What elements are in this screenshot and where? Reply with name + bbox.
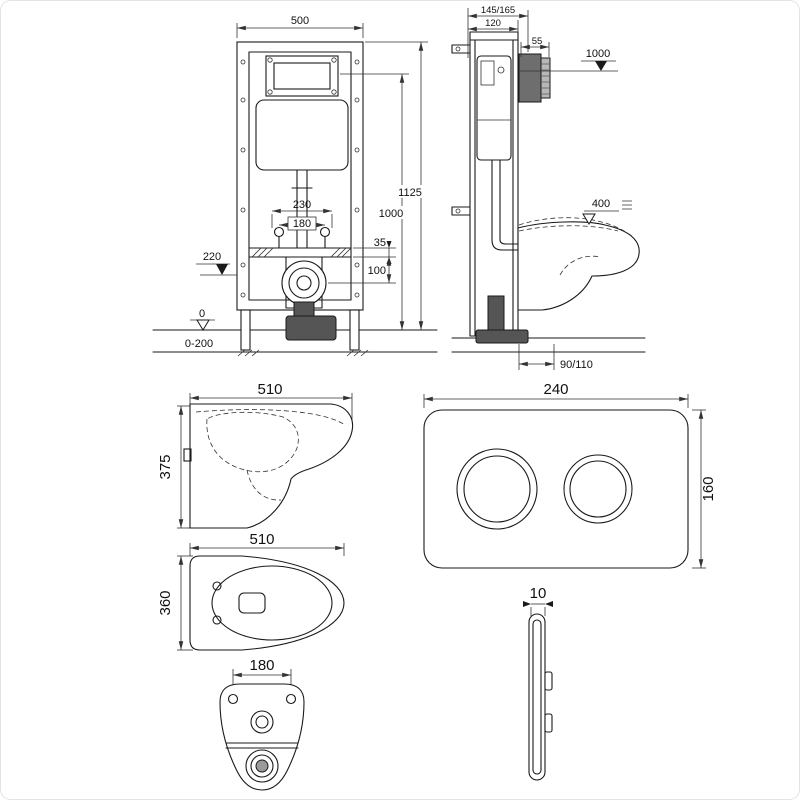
flush-plate-window [265,55,339,97]
dim-label-10: 10 [530,585,547,602]
dim-fixing-span-outer: 230 [271,199,333,228]
rail-bolts [240,59,360,298]
dim-label-145-165: 145/165 [481,5,515,16]
flush-plate-side-block [518,53,551,103]
dim-label-360: 360 [157,590,174,615]
pan-top-view: 510 360 [157,531,345,651]
adjustable-feet [237,309,369,357]
mounting-clip-top [544,671,553,691]
flush-button-large [456,448,538,530]
flush-plate-front-view: 240 160 [423,381,717,569]
dim-label-510-side: 510 [257,381,282,398]
pan-side-view: 510 375 [157,381,354,529]
dim-label-220: 220 [203,251,221,263]
dim-label-1125: 1125 [398,187,422,199]
dim-pan-height: 375 [157,405,193,529]
hinge-hole-bottom [212,615,222,625]
plate-profile-face [532,619,542,775]
mounting-clip-bottom [544,713,553,733]
dim-label-180: 180 [293,218,311,230]
pan-back-seam [225,742,299,749]
outlet-elbow-side [475,295,529,344]
dim-plate-thickness: 10 [523,585,553,616]
cistern-side [476,55,512,161]
pan-rim-hidden-line [195,409,346,426]
bolt-hole-right [285,693,297,705]
dim-pan-top-width: 360 [157,555,193,651]
pan-back-view: 180 [219,657,305,791]
frame-side-view: 1000 400 90/110 [451,5,646,371]
flush-pipe-side [491,159,519,251]
dim-frame-width: 500 [236,15,364,38]
level-mark-400: 400 [582,198,632,225]
dim-label-230: 230 [293,199,311,211]
flush-opening [238,592,266,614]
outlet-bend-front [281,256,327,309]
pan-trap-hidden-line [246,469,282,501]
dim-label-90-110: 90/110 [560,359,593,371]
waste-outlet [245,749,279,783]
seat-ring [211,565,333,641]
dim-pan-length: 510 [189,381,353,430]
dim-label-240: 240 [543,381,568,398]
flush-button-small [563,454,633,524]
dim-rail-and-outlet: 35 100 [328,237,396,284]
hinge-hole-top [212,581,222,591]
cistern-front [255,99,349,171]
dim-label-0: 0 [199,308,205,320]
water-inlet [250,710,274,734]
frame-front-view: 230 180 220 [152,15,438,357]
pan-bowl-hidden-line [206,411,299,473]
outlet-elbow-front [285,301,337,341]
dim-label-0-200: 0-200 [185,338,213,350]
pan-back-outline [219,683,305,791]
dim-label-1000-front: 1000 [379,208,403,220]
pan-fixing-bolts [273,226,331,249]
dim-label-100: 100 [368,265,386,277]
dim-plate-width: 240 [423,381,689,408]
frame-inner-rails [248,51,352,301]
dim-label-500: 500 [291,15,309,27]
level-triangle-filled [216,264,228,275]
level-mark-1000: 1000 [520,48,618,72]
dim-label-120: 120 [485,18,501,29]
bolt-hole-left [227,693,239,705]
dim-depths: 145/165 120 55 [467,5,550,58]
floor-level-marks: 0 0-200 [185,308,215,350]
dim-fixing-span-inner: 180 [279,216,325,231]
level-mark-outlet-height: 220 [196,251,237,276]
frame-side-rails [469,31,519,337]
dim-label-180-back: 180 [249,657,274,674]
dim-label-400: 400 [592,198,610,210]
dim-outlet-offset: 90/110 [518,344,593,371]
level-triangle-open [196,319,210,331]
pan-side-outline [189,403,354,529]
dim-label-55: 55 [532,36,543,47]
dim-label-160: 160 [700,476,717,501]
pan-top-outline [189,555,345,651]
dim-frame-heights: 1125 1000 [340,41,428,330]
dim-plate-height: 160 [692,409,717,569]
dim-label-1000-side: 1000 [586,48,610,60]
fixing-rail [248,247,352,258]
flush-plate-profile-view: 10 [523,585,553,781]
dim-label-375: 375 [157,454,174,479]
wall-brackets [451,44,471,216]
dim-label-35: 35 [374,237,386,249]
dim-label-510-top: 510 [249,531,274,548]
pan-fixing-detail [183,448,192,462]
pan-side-profile [517,217,640,311]
dim-pan-top-length: 510 [189,531,345,556]
plate-profile-body [528,613,546,781]
